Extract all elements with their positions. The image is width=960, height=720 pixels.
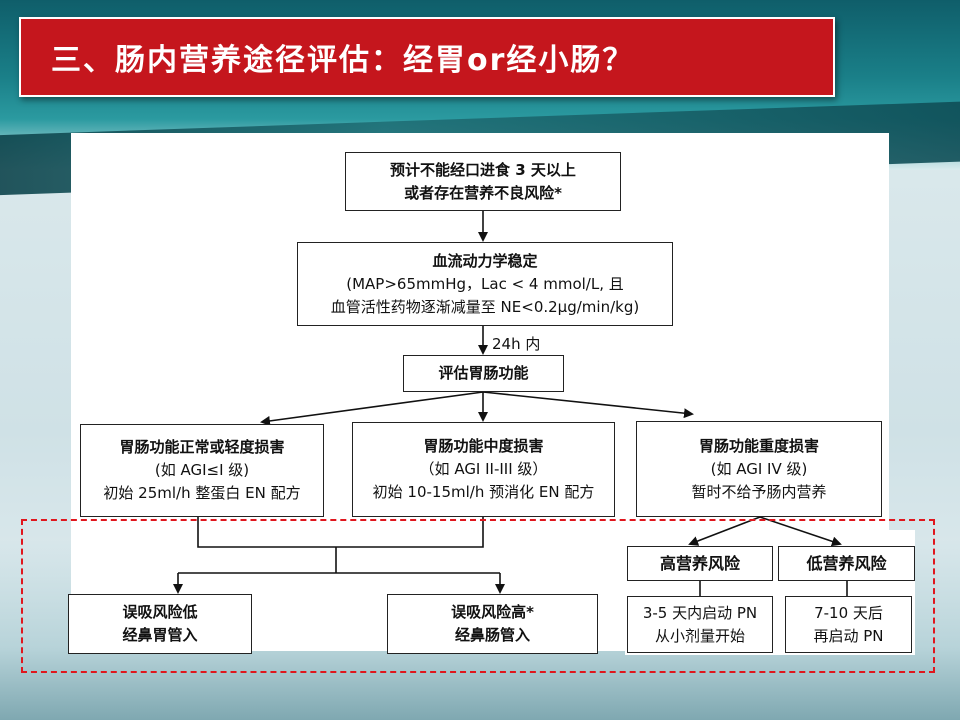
severe-line2: (如 AGI IV 级) — [710, 459, 808, 478]
hemo-line2: (MAP>65mmHg，Lac < 4 mmol/L, 且 — [346, 274, 624, 293]
arrow-to-low-nutri — [759, 516, 842, 547]
pn-late-line1: 7-10 天后 — [814, 603, 883, 622]
hemo-box: 血流动力学稳定 (MAP>65mmHg，Lac < 4 mmol/L, 且 血管… — [297, 242, 673, 326]
high-aspiration-line1: 误吸风险高* — [451, 603, 534, 621]
severe-line3: 暂时不给予肠内营养 — [691, 482, 827, 501]
hemo-line1: 血流动力学稳定 — [432, 251, 538, 270]
arrow-to-high-nutri — [688, 516, 761, 546]
arrow-assess-to-mild — [260, 391, 484, 426]
high-nutri-text: 高营养风险 — [659, 554, 740, 573]
low-aspiration-line1: 误吸风险低 — [122, 603, 198, 621]
pn-early-box: 3-5 天内启动 PN 从小剂量开始 — [627, 596, 773, 653]
severe-line1: 胃肠功能重度损害 — [698, 436, 819, 455]
moderate-box: 胃肠功能中度损害 （如 AGI II-III 级） 初始 10-15ml/h 预… — [352, 422, 615, 517]
severe-box: 胃肠功能重度损害 (如 AGI IV 级) 暂时不给予肠内营养 — [636, 421, 882, 517]
moderate-line1: 胃肠功能中度损害 — [423, 437, 544, 455]
pn-early-line1: 3-5 天内启动 PN — [642, 603, 758, 622]
connector-merge — [197, 517, 484, 548]
low-aspiration-box: 误吸风险低 经鼻胃管入 — [68, 594, 252, 654]
mild-line3: 初始 25ml/h 整蛋白 EN 配方 — [103, 484, 301, 502]
high-nutri-box: 高营养风险 — [627, 546, 773, 581]
low-nutri-box: 低营养风险 — [778, 546, 915, 581]
title-bar: 三、肠内营养途径评估：经胃or经小肠？ — [19, 17, 835, 97]
mild-line2: (如 AGI≤I 级) — [154, 461, 250, 479]
start-line2: 或者存在营养不良风险* — [404, 183, 562, 202]
high-aspiration-box: 误吸风险高* 经鼻肠管入 — [387, 594, 598, 654]
arrow-assess-to-severe — [482, 391, 694, 419]
time-label: 24h 内 — [492, 335, 541, 353]
low-aspiration-line2: 经鼻胃管入 — [122, 626, 198, 644]
assess-text: 评估胃肠功能 — [438, 364, 529, 382]
low-nutri-text: 低营养风险 — [806, 554, 887, 573]
start-box: 预计不能经口进食 3 天以上 或者存在营养不良风险* — [345, 152, 621, 211]
mild-line1: 胃肠功能正常或轻度损害 — [119, 438, 285, 456]
assess-box: 评估胃肠功能 — [403, 355, 564, 392]
page-title: 三、肠内营养途径评估：经胃or经小肠？ — [51, 43, 635, 78]
moderate-line2: （如 AGI II-III 级） — [419, 460, 548, 478]
start-line1: 预计不能经口进食 3 天以上 — [390, 160, 576, 179]
pn-early-line2: 从小剂量开始 — [654, 626, 745, 645]
mild-box: 胃肠功能正常或轻度损害 (如 AGI≤I 级) 初始 25ml/h 整蛋白 EN… — [80, 424, 324, 517]
highlight-dashed-frame — [21, 519, 935, 673]
pn-late-line2: 再启动 PN — [813, 626, 884, 645]
pn-late-box: 7-10 天后 再启动 PN — [785, 596, 912, 653]
moderate-line3: 初始 10-15ml/h 预消化 EN 配方 — [372, 483, 595, 501]
high-aspiration-line2: 经鼻肠管入 — [454, 626, 530, 644]
hemo-line3: 血管活性药物逐渐减量至 NE<0.2μg/min/kg) — [330, 297, 640, 316]
